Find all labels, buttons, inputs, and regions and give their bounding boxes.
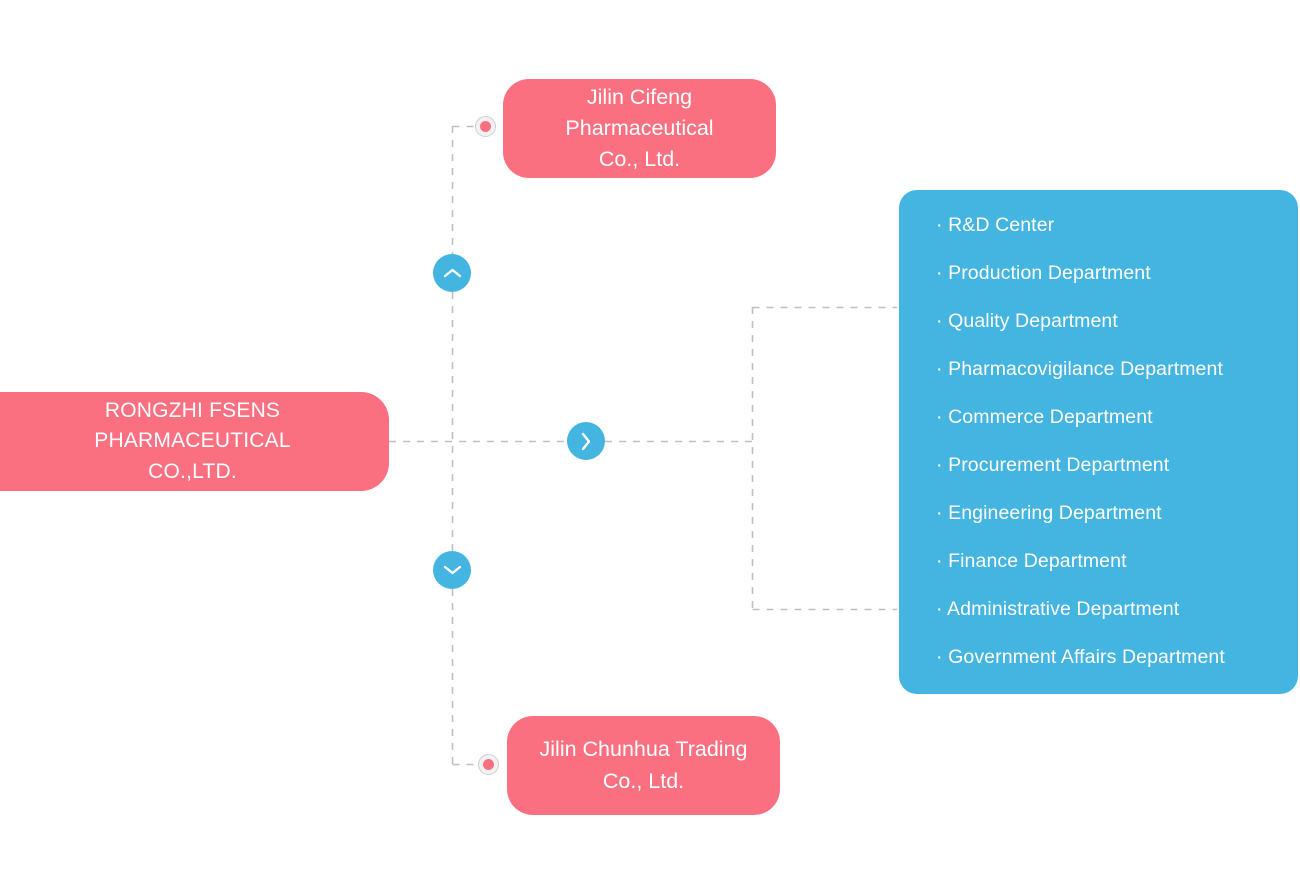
department-item-engineering[interactable]: · Engineering Department xyxy=(936,502,1162,525)
department-item-production[interactable]: · Production Department xyxy=(936,262,1151,285)
chevron-right-icon[interactable] xyxy=(567,422,605,460)
department-item-quality[interactable]: · Quality Department xyxy=(936,310,1118,333)
root-company-line2: CO.,LTD. xyxy=(148,459,237,483)
subsidiary-node-jilin-chunhua[interactable]: Jilin Chunhua Trading Co., Ltd. xyxy=(507,716,780,815)
subsidiary-node-jilin-cifeng[interactable]: Jilin Cifeng Pharmaceutical Co., Ltd. xyxy=(503,79,776,178)
subsidiary-jilin-cifeng-line1: Jilin Cifeng Pharmaceutical xyxy=(565,84,714,140)
department-item-government-affairs[interactable]: · Government Affairs Department xyxy=(936,646,1225,669)
department-item-procurement[interactable]: · Procurement Department xyxy=(936,454,1170,477)
department-item-commerce[interactable]: · Commerce Department xyxy=(936,406,1153,429)
connector-dot-top-subsidiary[interactable] xyxy=(475,116,496,137)
root-company-node[interactable]: RONGZHI FSENS PHARMACEUTICAL CO.,LTD. xyxy=(0,392,389,491)
chevron-down-icon[interactable] xyxy=(433,551,471,589)
connector-dot-bottom-subsidiary[interactable] xyxy=(478,754,499,775)
department-item-pharmacovigilance[interactable]: · Pharmacovigilance Department xyxy=(936,358,1223,381)
department-item-rd-center[interactable]: · R&D Center xyxy=(936,214,1055,236)
root-company-line1: RONGZHI FSENS PHARMACEUTICAL xyxy=(94,398,291,453)
subsidiary-jilin-cifeng-line2: Co., Ltd. xyxy=(598,147,681,172)
department-item-finance[interactable]: · Finance Department xyxy=(936,550,1127,573)
department-item-administrative[interactable]: · Administrative Department xyxy=(936,598,1180,621)
subsidiary-jilin-chunhua-line1: Jilin Chunhua Trading xyxy=(539,737,748,762)
subsidiary-jilin-chunhua-line2: Co., Ltd. xyxy=(602,768,685,793)
departments-panel: · R&D Center · Production Department · Q… xyxy=(899,190,1298,694)
chevron-up-icon[interactable] xyxy=(433,254,471,292)
